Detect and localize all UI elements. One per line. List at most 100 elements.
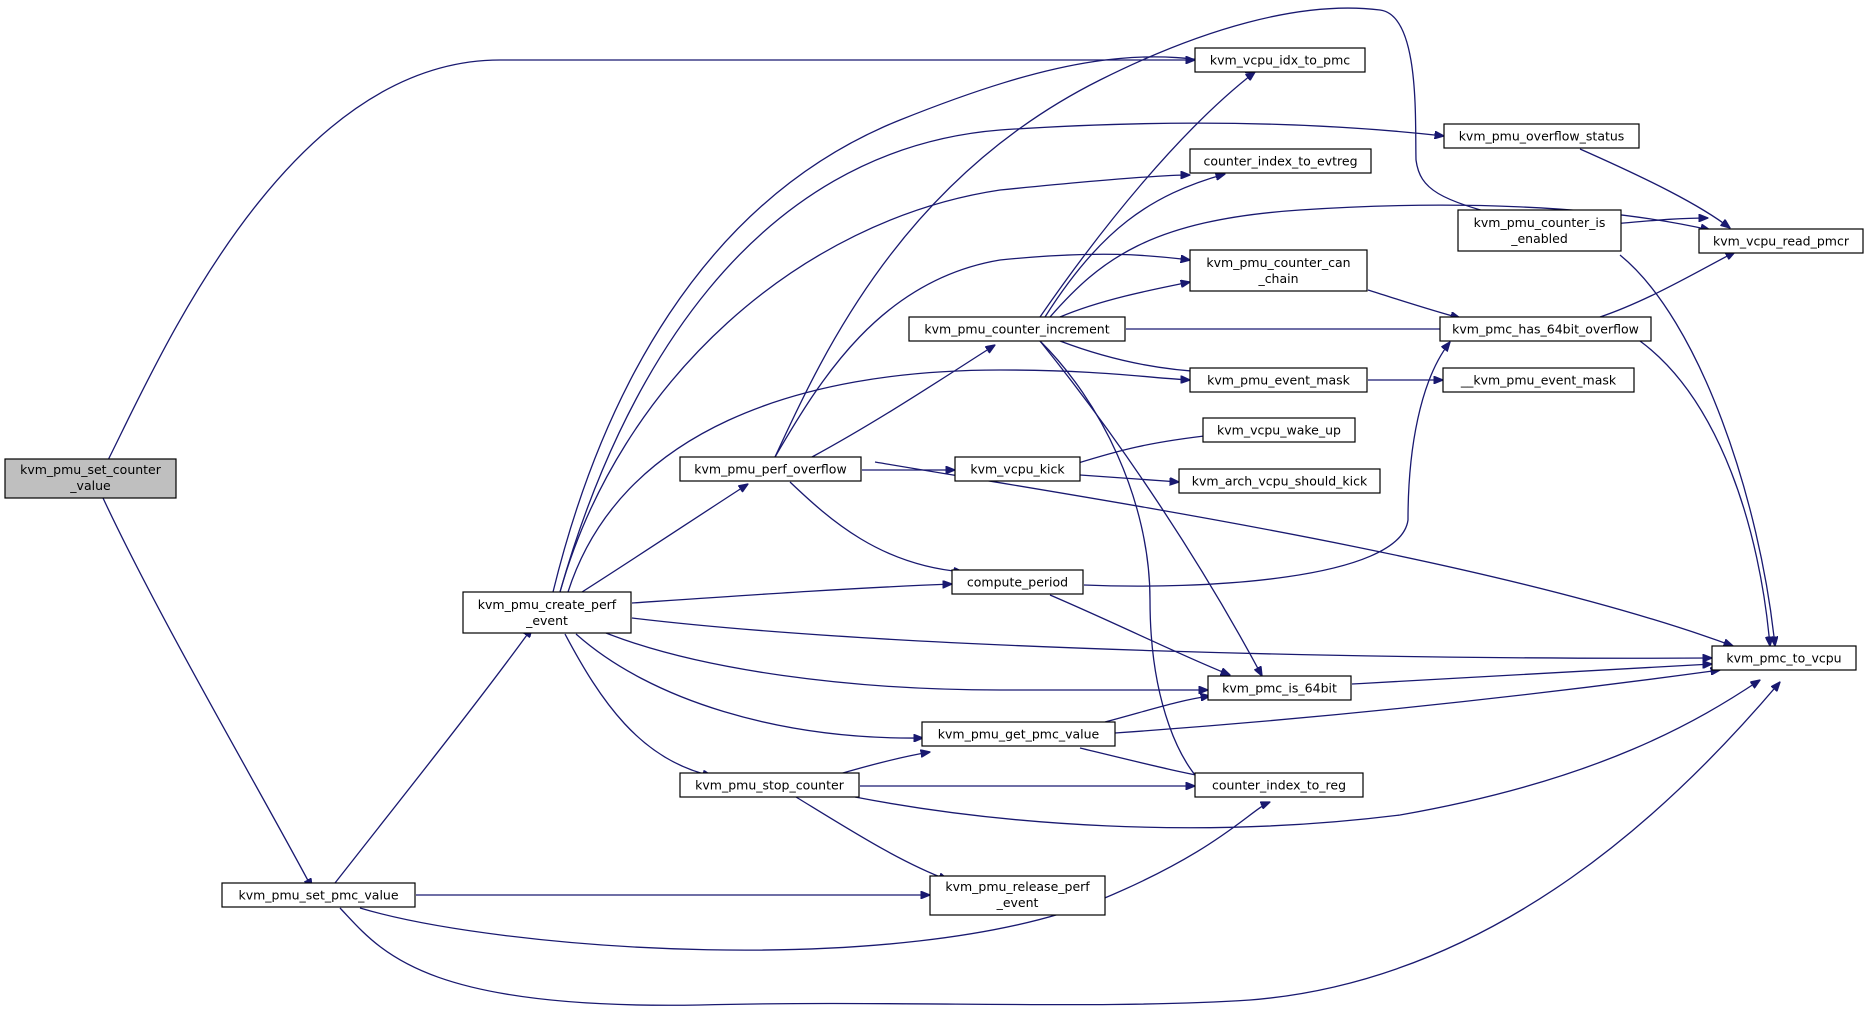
edge-is_enabled-to_vcpu <box>1619 254 1775 646</box>
node-box <box>1189 249 1368 292</box>
edge-set_pmc-idx_to_reg <box>359 802 1270 951</box>
edge-get_pmc-is_64bit <box>1104 696 1210 723</box>
node-kvm-pmu-counter-is-enabled[interactable]: kvm_pmu_counter_is _enabled <box>1457 209 1622 252</box>
node-box <box>462 591 632 634</box>
node-label-line: kvm_vcpu_read_pmcr <box>1713 234 1850 249</box>
node-kvm-pmc-has-64bit-overflow[interactable]: kvm_pmc_has_64bit_overflow <box>1439 316 1652 342</box>
node-label-line: kvm_pmc_has_64bit_overflow <box>1452 322 1639 337</box>
node-box <box>679 456 862 482</box>
node-kvm-pmu-set-counter-value[interactable]: kvm_pmu_set_counter _value <box>4 458 177 499</box>
node-box <box>951 569 1084 595</box>
node-label-line: _enabled <box>1510 231 1568 246</box>
node-label-line: compute_period <box>967 575 1068 590</box>
edge-can_chain-has_64bit_overflow <box>1367 289 1460 318</box>
node-label-line: kvm_pmu_set_pmc_value <box>238 888 398 903</box>
edge-counter_incr-idx_to_reg <box>1039 340 1212 791</box>
node-kvm-pmu-overflow-status[interactable]: kvm_pmu_overflow_status <box>1443 123 1640 149</box>
node-kvm-pmu-counter-can-chain[interactable]: kvm_pmu_counter_can _chain <box>1189 249 1368 292</box>
node-kvm-vcpu-idx-to-pmc[interactable]: kvm_vcpu_idx_to_pmc <box>1194 47 1366 73</box>
node-box <box>1457 209 1622 252</box>
node-box <box>929 875 1106 916</box>
edge-get_pmc-to_vcpu <box>1114 670 1720 734</box>
node-label-line: kvm_pmc_is_64bit <box>1222 681 1337 696</box>
node-kvm-vcpu-read-pmcr[interactable]: kvm_vcpu_read_pmcr <box>1698 228 1864 254</box>
node-kvm-pmu-perf-overflow[interactable]: kvm_pmu_perf_overflow <box>679 456 862 482</box>
node-label-line: kvm_pmu_create_perf <box>478 597 617 612</box>
node-label-line: _value <box>69 478 111 493</box>
edge-stop_counter-to_vcpu <box>854 680 1760 829</box>
edge-perf_overflow-can_chain <box>774 253 1190 458</box>
edges-layer <box>102 7 1780 1006</box>
node-box <box>921 721 1116 747</box>
edge-compute_period-is_64bit <box>1049 594 1230 675</box>
node-kvm-pmu-release-perf-event[interactable]: kvm_pmu_release_perf _event <box>929 875 1106 916</box>
node-kvm-pmu-stop-counter[interactable]: kvm_pmu_stop_counter <box>679 772 860 798</box>
edge-create_perf-overflow_status <box>559 122 1444 593</box>
node-kvm-vcpu-kick[interactable]: kvm_vcpu_kick <box>954 456 1081 482</box>
node-kvm-pmc-to-vcpu[interactable]: kvm_pmc_to_vcpu <box>1711 645 1857 671</box>
node-kvm-pmu-get-pmc-value[interactable]: kvm_pmu_get_pmc_value <box>921 721 1116 747</box>
node-box <box>908 316 1126 342</box>
node-kvm-vcpu-wake-up[interactable]: kvm_vcpu_wake_up <box>1202 417 1356 443</box>
edge-counter_incr-can_chain <box>1059 282 1190 318</box>
node-box <box>1698 228 1864 254</box>
edge-counter_incr-idx_to_evtreg <box>1044 174 1225 318</box>
node-label-line: kvm_vcpu_wake_up <box>1217 423 1341 438</box>
edge-vcpu_kick-wake_up <box>1074 435 1213 465</box>
node-label-line: kvm_pmu_stop_counter <box>695 778 845 793</box>
node-kvm-pmu-counter-increment[interactable]: kvm_pmu_counter_increment <box>908 316 1126 342</box>
edge-has_64bit_overflow-read_pmcr <box>1599 252 1735 318</box>
node-kvm-pmc-is-64bit[interactable]: kvm_pmc_is_64bit <box>1207 675 1352 701</box>
node-label-line: kvm_pmc_to_vcpu <box>1726 651 1841 666</box>
edge-create_perf-perf_overflow <box>581 484 748 593</box>
node-label-line: kvm_vcpu_kick <box>970 462 1065 477</box>
node-kvm-pmu-event-mask[interactable]: kvm_pmu_event_mask <box>1189 367 1368 393</box>
edge-stop_counter-release_perf <box>795 796 948 880</box>
node-counter-index-to-reg[interactable]: counter_index_to_reg <box>1194 772 1364 798</box>
node-kvm-arch-vcpu-should-kick[interactable]: kvm_arch_vcpu_should_kick <box>1178 468 1381 494</box>
edge-set_counter-idx_to_pmc <box>102 60 1195 471</box>
node-label-line: counter_index_to_reg <box>1212 778 1346 793</box>
node-label-line: kvm_pmu_counter_increment <box>924 322 1109 337</box>
edge-set_pmc-create_perf <box>334 628 532 884</box>
node-box <box>1178 468 1381 494</box>
edge-create_perf-idx_to_pmc <box>552 56 1255 593</box>
node-label-line: kvm_pmu_counter_is <box>1474 215 1606 230</box>
node-label-line: kvm_arch_vcpu_should_kick <box>1192 474 1368 489</box>
node-box <box>221 882 416 908</box>
node-box <box>1439 316 1652 342</box>
edge-is_64bit-to_vcpu <box>1351 664 1712 685</box>
node-box <box>1442 367 1635 393</box>
node-box <box>1202 417 1356 443</box>
node-kvm-pmu-create-perf-event[interactable]: kvm_pmu_create_perf _event <box>462 591 632 634</box>
node-box <box>1189 367 1368 393</box>
edge-counter_incr-idx_to_pmc <box>1039 72 1255 318</box>
node-box <box>4 458 177 499</box>
node-label-line: kvm_pmu_release_perf <box>945 879 1090 894</box>
edge-create_perf-is_64bit <box>605 632 1208 690</box>
edge-stop_counter-get_pmc <box>835 752 930 776</box>
node-label-line: __kvm_pmu_event_mask <box>1460 373 1617 388</box>
node-compute-period[interactable]: compute_period <box>951 569 1084 595</box>
edge-counter_incr-event_mask <box>1059 340 1208 372</box>
node-label-line: kvm_pmu_event_mask <box>1207 373 1351 388</box>
node-__kvm-pmu-event-mask[interactable]: __kvm_pmu_event_mask <box>1442 367 1635 393</box>
node-box <box>954 456 1081 482</box>
edge-counter_incr-is_64bit <box>1039 340 1262 676</box>
edge-perf_overflow-is_enabled <box>774 7 1510 458</box>
node-kvm-pmu-set-pmc-value[interactable]: kvm_pmu_set_pmc_value <box>221 882 416 908</box>
node-box <box>1194 47 1366 73</box>
node-label-line: kvm_pmu_perf_overflow <box>694 462 846 477</box>
node-box <box>1207 675 1352 701</box>
node-label-line: kvm_vcpu_idx_to_pmc <box>1210 53 1350 68</box>
edge-perf_overflow-compute_period <box>789 481 963 572</box>
edge-compute_period-has_64bit_overflow <box>1083 342 1450 587</box>
nodes-layer: kvm_pmu_set_counter _value kvm_pmu_creat… <box>4 47 1864 916</box>
node-label-line: counter_index_to_evtreg <box>1203 154 1357 169</box>
node-label-line: kvm_pmu_counter_can <box>1206 255 1350 270</box>
node-counter-index-to-evtreg[interactable]: counter_index_to_evtreg <box>1189 148 1372 174</box>
edge-create_perf-get_pmc <box>575 633 923 738</box>
edge-set_counter-set_pmc <box>102 497 312 888</box>
edge-create_perf-idx_to_evtreg <box>559 175 1190 593</box>
